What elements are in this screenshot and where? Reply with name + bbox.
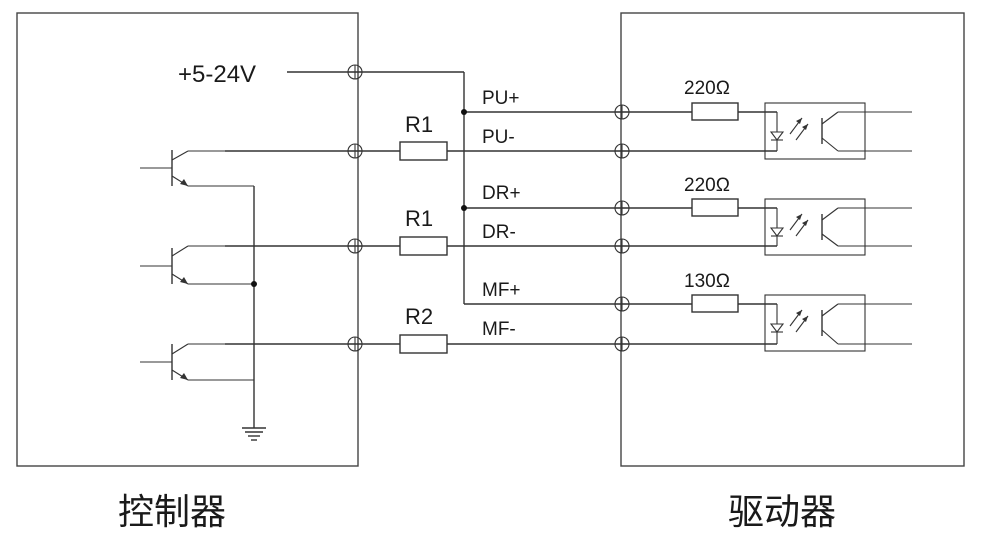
driver-box	[620, 12, 965, 467]
controller-terminal	[347, 143, 363, 159]
controller-terminal	[347, 64, 363, 80]
signal-label: DR-	[482, 222, 516, 243]
driver-resistor-label: 220Ω	[684, 175, 730, 196]
controller-terminal	[347, 238, 363, 254]
series-resistor	[399, 236, 448, 256]
series-resistor	[399, 141, 448, 161]
driver-resistor	[691, 294, 739, 313]
driver-resistor	[691, 102, 739, 121]
transistor-icon	[140, 245, 254, 285]
optocoupler-icon	[764, 198, 912, 256]
junction-dot	[461, 109, 467, 115]
controller-terminal	[347, 336, 363, 352]
driver-terminal	[614, 104, 630, 120]
supply-voltage-label: +5-24V	[178, 61, 256, 88]
driver-resistor-label: 220Ω	[684, 78, 730, 99]
signal-label: PU+	[482, 88, 520, 109]
transistor-icon	[140, 150, 254, 187]
resistor-label: R2	[405, 304, 433, 329]
controller-caption: 控制器	[118, 492, 226, 533]
driver-resistor-label: 130Ω	[684, 271, 730, 292]
optocoupler-icon	[764, 102, 912, 160]
resistor-label: R1	[405, 206, 433, 231]
driver-terminal	[614, 143, 630, 159]
transistor-icon	[140, 343, 254, 381]
driver-resistor	[691, 198, 739, 217]
resistor-label: R1	[405, 112, 433, 137]
junction-dot	[461, 205, 467, 211]
signal-label: MF+	[482, 280, 521, 301]
driver-terminal	[614, 296, 630, 312]
series-resistor	[399, 334, 448, 354]
driver-terminal	[614, 200, 630, 216]
driver-terminal	[614, 336, 630, 352]
signal-label: MF-	[482, 319, 516, 340]
ground-icon	[242, 427, 266, 441]
driver-terminal	[614, 238, 630, 254]
optocoupler-icon	[764, 294, 912, 352]
junction-dot	[251, 281, 257, 287]
signal-label: DR+	[482, 183, 521, 204]
driver-caption: 驱动器	[728, 492, 836, 533]
signal-label: PU-	[482, 127, 515, 148]
